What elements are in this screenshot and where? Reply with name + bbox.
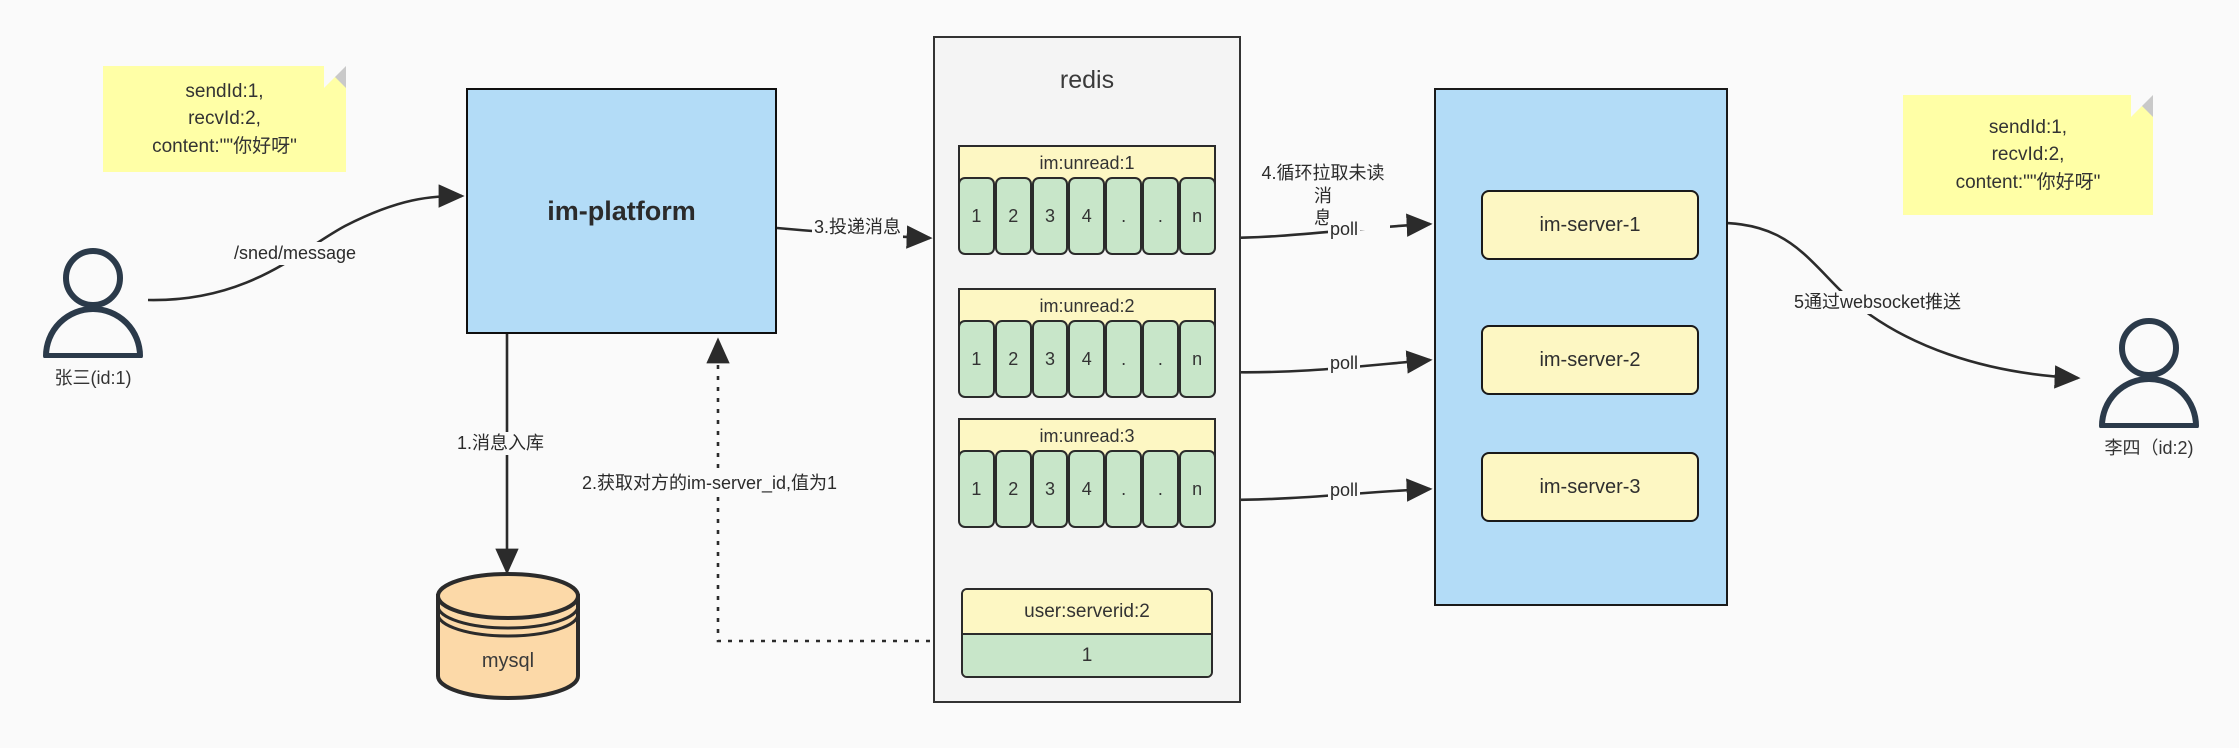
mysql-label: mysql [481, 650, 535, 672]
redis-cell[interactable]: n [1178, 320, 1216, 398]
redis-cells-3: 1 2 3 4 . . n [958, 450, 1216, 528]
redis-cell[interactable]: 1 [958, 320, 995, 398]
redis-key-label-3: im:unread:3 [1039, 426, 1135, 446]
edge-label-send-message: /sned/message [232, 242, 359, 265]
redis-title: redis [1059, 66, 1115, 94]
im-platform-label: im-platform [547, 195, 696, 226]
edge-label-step2: 2.获取对方的im-server_id,值为1 [580, 472, 840, 495]
redis-cell[interactable]: . [1105, 450, 1142, 528]
person-icon [2099, 318, 2199, 429]
person-icon [43, 248, 143, 359]
edge-label-step3: 3.投递消息 [812, 216, 904, 239]
edge-label-step4: 4.循环拉取未读消 息 [1256, 162, 1390, 230]
redis-cells-1: 1 2 3 4 . . n [958, 177, 1216, 255]
redis-cell[interactable]: 3 [1031, 450, 1069, 528]
receiver-note: sendId:1, recvId:2, content:""你好呀" [1903, 95, 2153, 215]
im-server-2-label: im-server-2 [1539, 348, 1641, 371]
receiver-avatar [2090, 316, 2208, 429]
redis-cell[interactable]: . [1105, 177, 1142, 255]
edge-poll-2 [1221, 350, 1433, 374]
redis-cell[interactable]: 3 [1031, 177, 1069, 255]
edge-poll-3 [1221, 478, 1433, 502]
sender-caption: 张三(id:1) [54, 368, 132, 388]
note-fold-inner-icon [324, 66, 346, 88]
redis-kv-value: 1 [963, 633, 1211, 676]
redis-cell[interactable]: 2 [994, 177, 1032, 255]
redis-cell[interactable]: n [1178, 450, 1216, 528]
im-server-2-node[interactable]: im-server-2 [1481, 325, 1699, 395]
redis-cell[interactable]: 4 [1068, 177, 1106, 255]
edge-label-step1: 1.消息入库 [455, 432, 547, 455]
edge-label-poll-3: poll [1328, 479, 1361, 502]
redis-cell[interactable]: n [1178, 177, 1216, 255]
im-server-3-node[interactable]: im-server-3 [1481, 452, 1699, 522]
redis-cells-2: 1 2 3 4 . . n [958, 320, 1216, 398]
edge-label-poll-2: poll [1328, 352, 1361, 375]
edge-label-poll-1: poll [1328, 218, 1361, 241]
redis-cell[interactable]: . [1141, 320, 1179, 398]
im-server-1-label: im-server-1 [1539, 213, 1641, 236]
redis-cell[interactable]: 4 [1068, 320, 1106, 398]
note-fold-inner-icon [2131, 95, 2153, 117]
edge-label-step5: 5通过websocket推送 [1792, 291, 1964, 314]
database-cylinder-icon [436, 572, 580, 700]
mysql-node[interactable]: mysql [434, 572, 582, 700]
im-server-1-node[interactable]: im-server-1 [1481, 190, 1699, 260]
redis-cell[interactable]: 2 [994, 320, 1032, 398]
receiver-caption: 李四（id:2) [2104, 438, 2194, 458]
redis-key-label-2: im:unread:2 [1039, 296, 1135, 316]
redis-cell[interactable]: 4 [1068, 450, 1106, 528]
redis-cell[interactable]: 1 [958, 450, 995, 528]
receiver-note-text: sendId:1, recvId:2, content:""你好呀" [1955, 116, 2101, 193]
redis-cell[interactable]: 3 [1031, 320, 1069, 398]
sender-avatar [34, 246, 152, 359]
im-platform-node[interactable]: im-platform [466, 88, 777, 334]
redis-kv-block[interactable]: user:serverid:2 1 [961, 588, 1213, 678]
redis-cell[interactable]: . [1141, 177, 1179, 255]
redis-key-label-1: im:unread:1 [1039, 153, 1135, 173]
im-server-3-label: im-server-3 [1539, 475, 1641, 498]
redis-cell[interactable]: . [1105, 320, 1142, 398]
redis-kv-key: user:serverid:2 [963, 590, 1211, 633]
sender-note-text: sendId:1, recvId:2, content:""你好呀" [152, 80, 297, 157]
redis-cell[interactable]: 1 [958, 177, 995, 255]
redis-cell[interactable]: 2 [994, 450, 1032, 528]
sender-note: sendId:1, recvId:2, content:""你好呀" [103, 66, 346, 172]
redis-cell[interactable]: . [1141, 450, 1179, 528]
